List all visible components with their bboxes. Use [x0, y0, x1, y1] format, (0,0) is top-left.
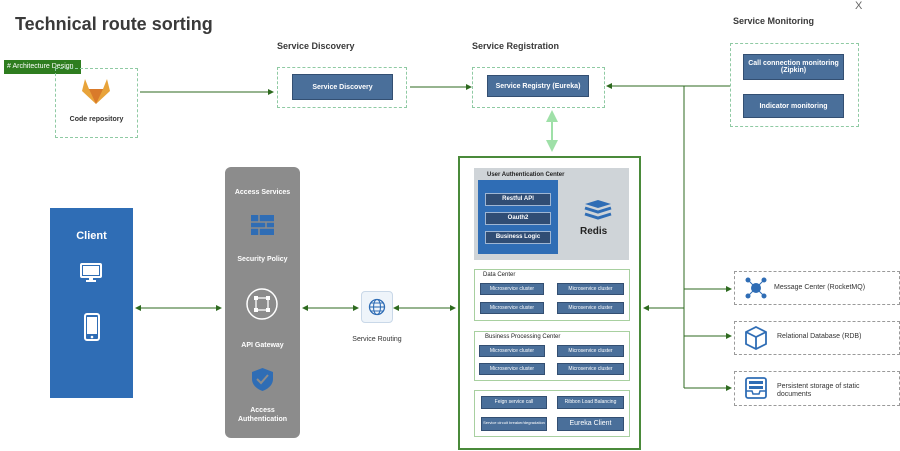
business-cluster[interactable]: Microservice cluster [479, 363, 545, 375]
firewall-icon [250, 214, 275, 236]
security-policy-label: Security Policy [237, 256, 288, 263]
globe-icon [368, 298, 386, 316]
code-repository-label: Code repository [69, 116, 124, 123]
service-registration-frame [472, 67, 605, 108]
static-storage-label: Persistent storage of static documents [777, 383, 860, 398]
business-logic-box[interactable]: Business Logic [485, 231, 551, 244]
oauth2-box[interactable]: Oauth2 [485, 212, 551, 225]
redis-label: Redis [580, 226, 608, 237]
restful-api-box[interactable]: Restful API [485, 193, 551, 206]
page-title: Technical route sorting [15, 14, 213, 34]
data-center-cluster[interactable]: Microservice cluster [480, 283, 544, 295]
eureka-client-box[interactable]: Eureka Client [557, 417, 624, 431]
api-gateway-icon [245, 287, 279, 321]
business-processing-title: Business Processing Center [485, 334, 561, 340]
phone-icon [84, 313, 100, 341]
ribbon-box[interactable]: Ribbon Load Balancing [557, 396, 624, 409]
service-routing-label: Service Routing [352, 336, 402, 343]
service-registry-box[interactable]: Service Registry (Eureka) [487, 75, 589, 97]
service-discovery-box[interactable]: Service Discovery [292, 74, 393, 100]
client-label: Client [76, 230, 107, 242]
circuit-breaker-box[interactable]: Service circuit breaker/degradation [481, 417, 547, 431]
network-icon [745, 277, 767, 299]
service-monitoring-frame [730, 43, 859, 127]
service-registration-heading: Service Registration [472, 41, 560, 51]
data-center-cluster[interactable]: Microservice cluster [480, 302, 544, 314]
redis-icon [583, 198, 613, 222]
access-authentication-label: Access Authentication [238, 407, 287, 423]
access-services-label: Access Services [234, 189, 291, 196]
monitor-icon [80, 262, 102, 284]
relational-db-label: Relational Database (RDB) [777, 333, 862, 340]
database-cube-icon [745, 325, 767, 351]
feign-box[interactable]: Feign service call [481, 396, 547, 409]
relational-db-box[interactable] [734, 321, 900, 355]
data-center-cluster[interactable]: Microservice cluster [557, 302, 624, 314]
indicator-monitoring-box[interactable]: Indicator monitoring [743, 94, 844, 118]
code-repository-box [55, 68, 138, 138]
data-center-title: Data Center [483, 272, 516, 278]
client-panel [50, 208, 133, 398]
business-cluster[interactable]: Microservice cluster [557, 363, 624, 375]
shield-icon [251, 367, 274, 392]
storage-tray-icon [745, 377, 767, 399]
gateway-panel [225, 167, 300, 438]
message-center-box[interactable] [734, 271, 900, 305]
data-center-cluster[interactable]: Microservice cluster [557, 283, 624, 295]
architecture-design-tag[interactable]: # Architecture Design [4, 60, 81, 74]
message-center-label: Message Center (RocketMQ) [774, 284, 866, 291]
zipkin-monitoring-box[interactable]: Call connection monitoring (Zipkin) [743, 54, 844, 80]
api-gateway-label: API Gateway [241, 342, 284, 349]
business-cluster[interactable]: Microservice cluster [479, 345, 545, 357]
business-cluster[interactable]: Microservice cluster [557, 345, 624, 357]
service-monitoring-heading: Service Monitoring [733, 16, 815, 26]
gitlab-icon [80, 77, 112, 105]
close-button[interactable]: X [855, 0, 863, 12]
user-auth-center-title: User Authentication Center [487, 172, 565, 178]
service-discovery-frame [277, 67, 407, 108]
service-discovery-heading: Service Discovery [277, 41, 355, 51]
